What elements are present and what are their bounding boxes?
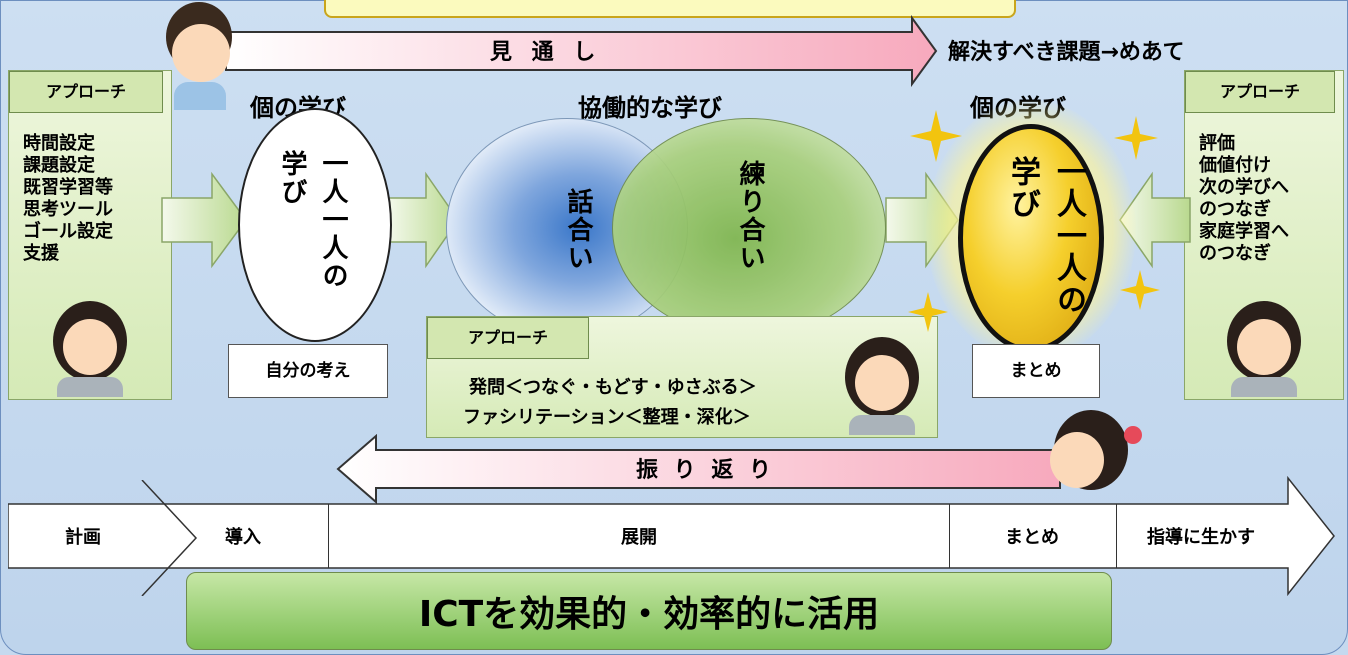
goal-label: 解決すべき課題→めあて [948, 40, 1185, 65]
teacher-illustration [1223, 301, 1305, 397]
ict-label: ICTを効果的・効率的に活用 [418, 594, 880, 635]
gold-oval-col2: 学び [1005, 156, 1040, 220]
sparkle-icon [910, 110, 962, 162]
center-approach-line2: ファシリテーション＜整理・深化＞ [463, 407, 751, 428]
own-thought-box: 自分の考え [228, 344, 388, 398]
sparkle-icon [1114, 116, 1158, 160]
timeline-summary: まとめ [948, 504, 1117, 568]
timeline-development: 展開 [328, 504, 950, 568]
reflection-arrow [336, 434, 1061, 504]
reflection-label: 振 り 返 り [636, 458, 775, 483]
refine-circle [612, 118, 886, 338]
center-approach-title: アプローチ [427, 317, 589, 359]
left-approach-panel: アプローチ 時間設定 課題設定 既習学習等 思考ツール ゴール設定 支援 [8, 70, 172, 400]
center-approach-panel: アプローチ 発問＜つなぐ・もどす・ゆさぶる＞ ファシリテーション＜整理・深化＞ [426, 316, 938, 438]
mitoshi-label: 見 通 し [490, 40, 602, 65]
boy-illustration [160, 2, 238, 110]
right-approach-items: 評価 価値付け 次の学びへ のつなぎ 家庭学習へ のつなぎ [1199, 133, 1289, 264]
timeline-chevron [141, 480, 198, 596]
timeline-arrow [8, 476, 1335, 596]
timeline-plan: 計画 [65, 527, 101, 548]
top-banner-box [324, 0, 1016, 18]
gold-oval-col1: 一人一人の [1051, 156, 1086, 316]
venn-refine-label: 練り合い [735, 160, 765, 272]
left-approach-title: アプローチ [9, 71, 163, 113]
teacher-illustration [49, 301, 131, 397]
arrow-left-panel-to-oval [161, 171, 247, 269]
arrow-oval-to-venn [387, 171, 459, 269]
timeline-apply: 指導に生かす [1147, 527, 1255, 548]
oval-left-col2: 学び [277, 150, 307, 206]
right-approach-panel: アプローチ 評価 価値付け 次の学びへ のつなぎ 家庭学習へ のつなぎ [1184, 70, 1344, 400]
oval-left-col1: 一人一人の [318, 150, 348, 290]
girl-illustration [1034, 410, 1146, 496]
center-approach-line1: 発問＜つなぐ・もどす・ゆさぶる＞ [469, 377, 757, 398]
teacher-illustration [841, 337, 923, 435]
header-collaborative: 協働的な学び [578, 94, 722, 122]
mitoshi-arrow [225, 14, 938, 88]
right-approach-title: アプローチ [1185, 71, 1335, 113]
individual-learning-oval [238, 108, 392, 342]
timeline-intro: 導入 [225, 527, 261, 548]
sparkle-icon [1120, 270, 1160, 310]
left-approach-items: 時間設定 課題設定 既習学習等 思考ツール ゴール設定 支援 [23, 133, 113, 264]
arrow-right-panel-to-gold [1119, 171, 1191, 269]
venn-talk-label: 話合い [563, 188, 593, 272]
ict-banner: ICTを効果的・効率的に活用 [186, 572, 1112, 650]
summary-box: まとめ [972, 344, 1100, 398]
timeline-segments: 計画 導入 展開 まとめ 指導に生かす [8, 504, 1298, 568]
sparkle-icon [908, 292, 948, 332]
